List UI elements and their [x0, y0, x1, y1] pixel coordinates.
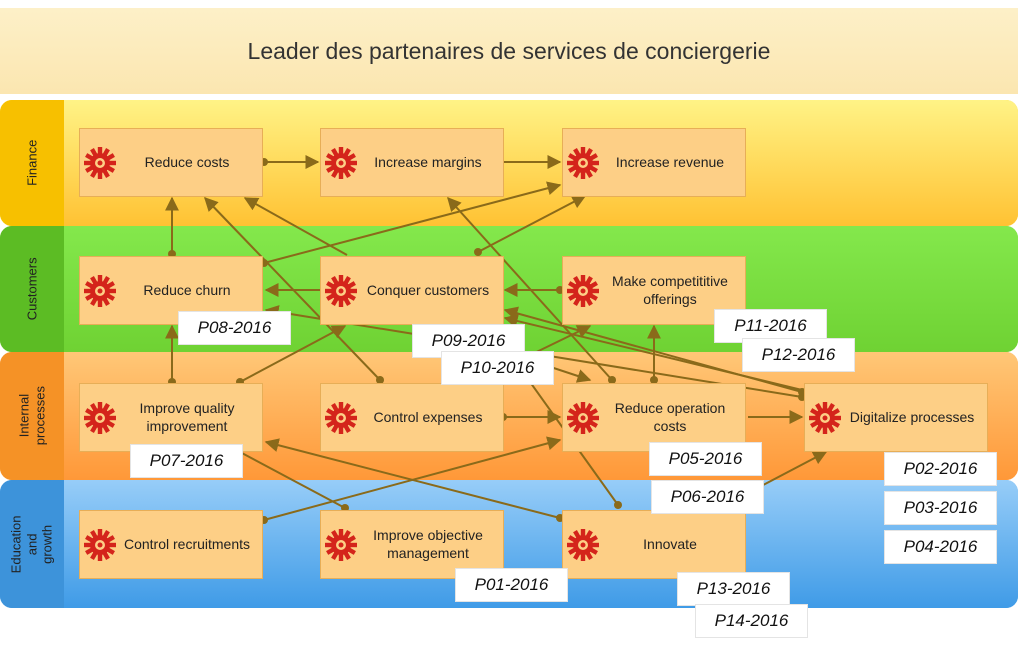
objective-gear-icon — [82, 274, 118, 308]
node-control-expenses[interactable]: Control expenses — [320, 383, 504, 452]
node-improve-objective[interactable]: Improve objective management — [320, 510, 504, 579]
project-tag-p12[interactable]: P12-2016 — [742, 338, 855, 372]
node-label: Innovate — [643, 535, 697, 552]
lane-label-text: Internal processes — [16, 386, 47, 446]
node-conquer-customers[interactable]: Conquer customers — [320, 256, 504, 325]
node-label: Control recruitments — [123, 535, 251, 552]
title-bar: Leader des partenaires de services de co… — [0, 8, 1018, 94]
project-tag-p06[interactable]: P06-2016 — [651, 480, 764, 514]
lane-label-text: Finance — [24, 139, 40, 187]
node-reduce-operation-costs[interactable]: Reduce operation costs — [562, 383, 746, 452]
project-tag-p02[interactable]: P02-2016 — [884, 452, 997, 486]
node-label: Make competititive offerings — [612, 273, 728, 307]
node-label: Reduce costs — [144, 153, 230, 170]
objective-gear-icon — [323, 274, 359, 308]
node-label: Improve objective management — [373, 527, 483, 561]
project-tag-p03[interactable]: P03-2016 — [884, 491, 997, 525]
node-label: Increase revenue — [615, 153, 725, 170]
node-reduce-costs[interactable]: Reduce costs — [79, 128, 263, 197]
node-increase-margins[interactable]: Increase margins — [320, 128, 504, 197]
lane-label-education: Education and growth — [0, 480, 64, 608]
node-label: Reduce operation costs — [614, 400, 726, 434]
node-make-offerings[interactable]: Make competititive offerings — [562, 256, 746, 325]
node-label: Reduce churn — [143, 281, 231, 298]
lane-label-internal: Internal processes — [0, 352, 64, 480]
node-innovate[interactable]: Innovate — [562, 510, 746, 579]
project-tag-p01[interactable]: P01-2016 — [455, 568, 568, 602]
project-tag-p08[interactable]: P08-2016 — [178, 311, 291, 345]
node-control-recruitments[interactable]: Control recruitments — [79, 510, 263, 579]
objective-gear-icon — [82, 146, 118, 180]
objective-gear-icon — [82, 528, 118, 562]
node-label: Improve quality improvement — [139, 400, 235, 434]
diagram-title: Leader des partenaires de services de co… — [247, 37, 771, 64]
project-tag-p10[interactable]: P10-2016 — [441, 351, 554, 385]
project-tag-p07[interactable]: P07-2016 — [130, 444, 243, 478]
project-tag-p14[interactable]: P14-2016 — [695, 604, 808, 638]
objective-gear-icon — [565, 274, 601, 308]
node-improve-quality[interactable]: Improve quality improvement — [79, 383, 263, 452]
node-label: Digitalize processes — [849, 408, 975, 425]
objective-gear-icon — [323, 528, 359, 562]
project-tag-p13[interactable]: P13-2016 — [677, 572, 790, 606]
node-digitalize-processes[interactable]: Digitalize processes — [804, 383, 988, 452]
node-label: Conquer customers — [366, 281, 490, 298]
lane-label-finance: Finance — [0, 100, 64, 226]
node-label: Control expenses — [373, 408, 483, 425]
objective-gear-icon — [565, 146, 601, 180]
project-tag-p04[interactable]: P04-2016 — [884, 530, 997, 564]
objective-gear-icon — [323, 401, 359, 435]
objective-gear-icon — [565, 528, 601, 562]
node-increase-revenue[interactable]: Increase revenue — [562, 128, 746, 197]
project-tag-p05[interactable]: P05-2016 — [649, 442, 762, 476]
objective-gear-icon — [82, 401, 118, 435]
node-label: Increase margins — [374, 153, 482, 170]
objective-gear-icon — [807, 401, 843, 435]
objective-gear-icon — [323, 146, 359, 180]
lane-label-text: Customers — [24, 257, 40, 321]
lane-label-customers: Customers — [0, 226, 64, 352]
lane-label-text: Education and growth — [8, 515, 55, 573]
objective-gear-icon — [565, 401, 601, 435]
